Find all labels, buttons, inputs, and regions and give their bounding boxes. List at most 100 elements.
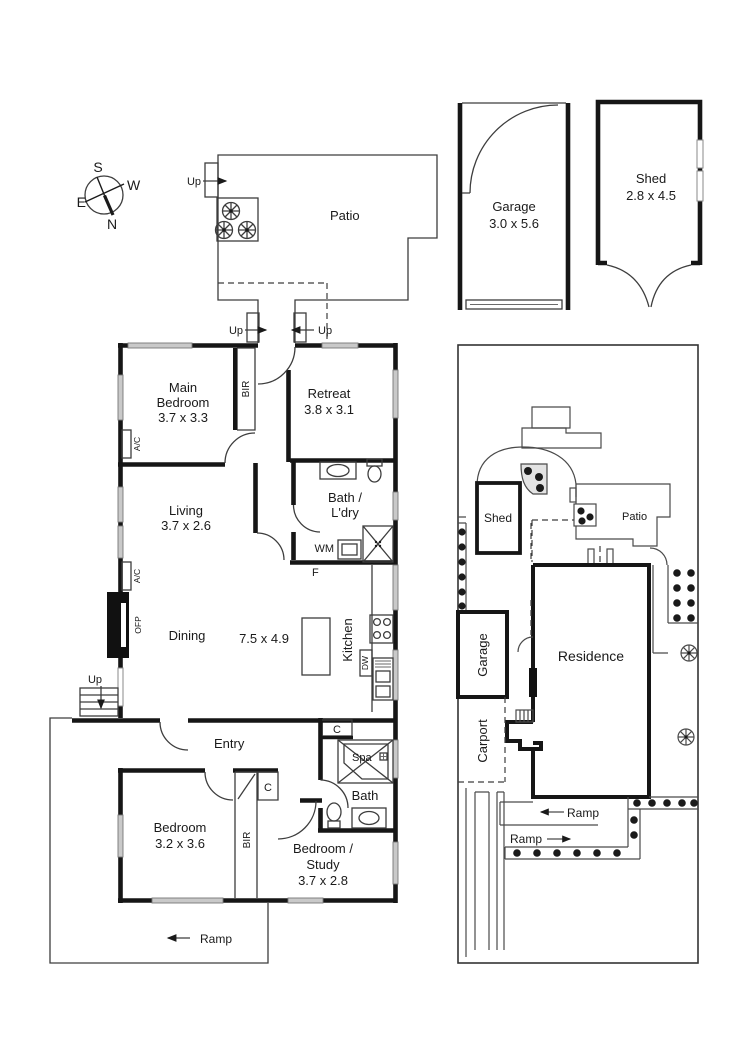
spa-label: Spa xyxy=(352,752,372,764)
site-garage-label: Garage xyxy=(475,633,490,676)
entry-label: Entry xyxy=(214,736,245,751)
retreat-label: Retreat xyxy=(308,386,351,401)
patio-step xyxy=(293,312,307,343)
shed-door-arcs xyxy=(606,264,692,308)
toilet-icon xyxy=(366,458,383,483)
door-arc-living xyxy=(256,532,285,561)
window xyxy=(117,814,124,858)
shed-window xyxy=(696,139,704,169)
tree-icon xyxy=(214,220,234,240)
cupboard-c1: C xyxy=(257,771,279,801)
shed-label: Shed xyxy=(636,171,666,186)
window xyxy=(392,841,399,885)
shed-window xyxy=(696,170,704,202)
window xyxy=(392,491,399,521)
site-shed-label: Shed xyxy=(484,511,512,525)
door-arc-entry xyxy=(159,721,189,751)
living-dim: 3.7 x 2.6 xyxy=(161,518,211,533)
site-tree-box xyxy=(573,503,597,527)
bir-closet-bottom: BIR xyxy=(234,771,258,898)
window xyxy=(117,486,124,523)
main-bedroom-label-2: Bedroom xyxy=(157,395,210,410)
window xyxy=(117,525,124,559)
up-label: Up xyxy=(88,674,102,686)
patio-up-label: Up xyxy=(187,176,201,188)
door-arc-bath xyxy=(320,779,349,809)
vanity-sink-icon xyxy=(319,461,357,480)
porch-outline xyxy=(49,717,269,964)
window xyxy=(151,897,224,904)
bedroom-dim: 3.2 x 3.6 xyxy=(155,836,205,851)
site-shed xyxy=(475,481,522,555)
main-bedroom-label-1: Main xyxy=(169,380,197,395)
side-door-opening xyxy=(117,667,124,707)
bir-label: BIR xyxy=(241,381,252,398)
garage-label: Garage xyxy=(492,199,535,214)
compass-north-label: N xyxy=(107,216,117,232)
site-residence-label: Residence xyxy=(558,648,624,664)
site-garage xyxy=(456,610,509,699)
tree-icon xyxy=(221,201,241,221)
shed-dim: 2.8 x 4.5 xyxy=(626,188,676,203)
garage-door-arc xyxy=(462,104,559,194)
bir-label: BIR xyxy=(242,832,253,849)
kitchen-sink-icon xyxy=(372,657,394,701)
bedroom-label: Bedroom xyxy=(154,820,207,835)
site-ramp-label: Ramp xyxy=(567,806,599,820)
driveway xyxy=(465,788,505,957)
patio-plan: Up Patio Up Up xyxy=(187,154,438,343)
window xyxy=(117,374,124,421)
washing-machine-icon xyxy=(337,539,362,560)
study-dim: 3.7 x 2.8 xyxy=(298,873,348,888)
fridge-label: F xyxy=(312,567,319,579)
site-residence xyxy=(505,563,651,799)
dw-label: DW xyxy=(360,656,370,670)
window xyxy=(127,342,193,349)
retreat-dim: 3.8 x 3.1 xyxy=(304,402,354,417)
shed-plan: Shed 2.8 x 4.5 xyxy=(595,99,704,308)
tree-icon xyxy=(680,644,698,662)
door-arc-bath-ldry xyxy=(292,504,321,533)
planter xyxy=(520,463,548,495)
ac-unit xyxy=(121,561,132,591)
dining-label: Dining xyxy=(169,628,206,643)
cupboard-label: C xyxy=(264,782,272,794)
bath-label: Bath xyxy=(352,788,379,803)
site-carport-label: Carport xyxy=(475,719,490,763)
cupboard-label: C xyxy=(333,724,341,736)
door-arc-bedroom xyxy=(204,771,234,801)
window xyxy=(392,649,399,701)
garage-plan: Garage 3.0 x 5.6 xyxy=(457,102,571,310)
window xyxy=(392,739,399,779)
site-steps xyxy=(515,709,534,723)
patio-tree-box xyxy=(216,197,259,242)
compass-west-label: W xyxy=(127,177,141,193)
vanity-sink-icon xyxy=(351,807,387,829)
main-floorplan: BIR BIR A/C A/C OFP xyxy=(49,342,399,964)
patio-label: Patio xyxy=(330,208,360,223)
site-door xyxy=(529,668,537,697)
tree-icon xyxy=(677,728,695,746)
door-arc-study xyxy=(277,800,317,840)
site-patio-label: Patio xyxy=(622,511,647,523)
study-label-1: Bedroom / xyxy=(293,841,353,856)
cooktop-icon xyxy=(369,614,394,644)
door-arc-main-bedroom xyxy=(224,432,256,464)
up-label: Up xyxy=(229,325,243,337)
garage-dim: 3.0 x 5.6 xyxy=(489,216,539,231)
cupboard-c2: C xyxy=(320,719,353,740)
window xyxy=(287,897,324,904)
ofp-label: OFP xyxy=(133,616,143,634)
ramp-label: Ramp xyxy=(200,932,232,946)
study-label-2: Study xyxy=(306,857,340,872)
bath-ldry-label-1: Bath / xyxy=(328,490,362,505)
dining-dim: 7.5 x 4.9 xyxy=(239,631,289,646)
living-label: Living xyxy=(169,503,203,518)
site-patio xyxy=(575,483,671,547)
kitchen-label: Kitchen xyxy=(340,618,355,661)
compass-south-label: S xyxy=(93,159,102,175)
bath-ldry-label-2: L'dry xyxy=(331,505,359,520)
ac-label: A/C xyxy=(132,569,142,583)
island-bench xyxy=(301,617,331,676)
